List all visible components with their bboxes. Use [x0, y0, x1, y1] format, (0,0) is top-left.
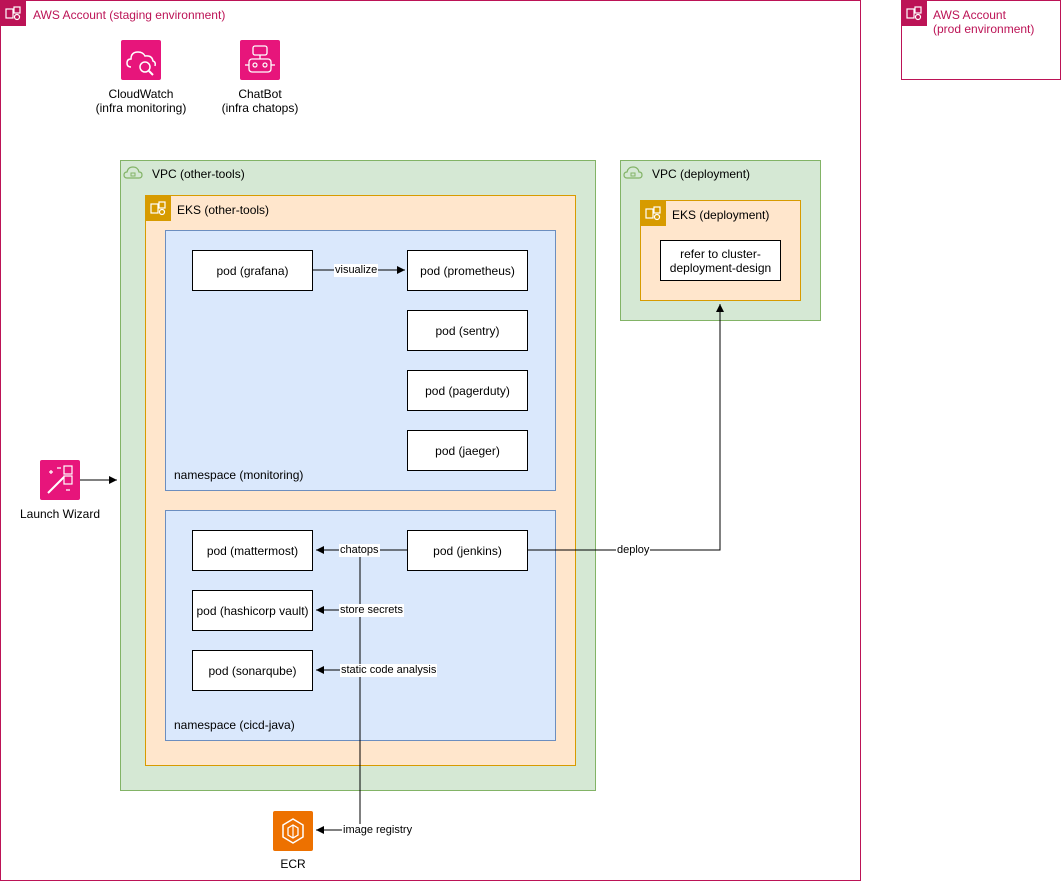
eks-icon [641, 201, 666, 226]
edge-label-static-analysis: static code analysis [340, 664, 438, 677]
aws-account-icon [902, 1, 927, 26]
chatbot-icon [240, 40, 280, 80]
ecr-icon [273, 811, 313, 851]
launch-wizard-icon [40, 460, 80, 500]
eks-other-tools-label: EKS (other-tools) [177, 203, 270, 217]
namespace-monitoring-label: namespace (monitoring) [174, 468, 304, 482]
pod-pagerduty[interactable]: pod (pagerduty) [407, 370, 528, 411]
cluster-deployment-reference[interactable]: refer to cluster-deployment-design [660, 240, 781, 281]
edge-label-store-secrets: store secrets [339, 604, 404, 617]
launch-wizard-label: Launch Wizard [19, 507, 101, 521]
edge-label-deploy: deploy [616, 544, 651, 557]
edge-label-visualize: visualize [334, 264, 379, 277]
aws-account-icon [1, 1, 26, 26]
vpc-icon [123, 166, 143, 179]
edge-label-chatops: chatops [339, 544, 380, 557]
edge-label-image-registry: image registry [342, 824, 414, 837]
chatbot-label: ChatBot (infra chatops) [221, 87, 299, 115]
pod-grafana[interactable]: pod (grafana) [192, 250, 313, 291]
eks-deployment-label: EKS (deployment) [672, 208, 770, 222]
pod-sentry[interactable]: pod (sentry) [407, 310, 528, 351]
aws-account-prod: AWS Account (prod environment) [901, 0, 1061, 80]
pod-mattermost[interactable]: pod (mattermost) [192, 530, 313, 571]
pod-hashicorp-vault[interactable]: pod (hashicorp vault) [192, 590, 313, 631]
cloudwatch-icon [121, 40, 161, 80]
cloudwatch-label: CloudWatch (infra monitoring) [95, 87, 187, 115]
vpc-other-tools-label: VPC (other-tools) [152, 167, 245, 181]
aws-account-prod-label: AWS Account (prod environment) [933, 8, 1035, 36]
aws-account-staging-label: AWS Account (staging environment) [33, 8, 226, 22]
ecr-label: ECR [280, 857, 306, 871]
pod-jenkins[interactable]: pod (jenkins) [407, 530, 528, 571]
pod-jaeger[interactable]: pod (jaeger) [407, 430, 528, 471]
vpc-icon [623, 166, 643, 179]
pod-sonarqube[interactable]: pod (sonarqube) [192, 650, 313, 691]
namespace-cicd-java-label: namespace (cicd-java) [174, 718, 295, 732]
eks-icon [146, 196, 171, 221]
vpc-deployment-label: VPC (deployment) [652, 167, 751, 181]
pod-prometheus[interactable]: pod (prometheus) [407, 250, 528, 291]
